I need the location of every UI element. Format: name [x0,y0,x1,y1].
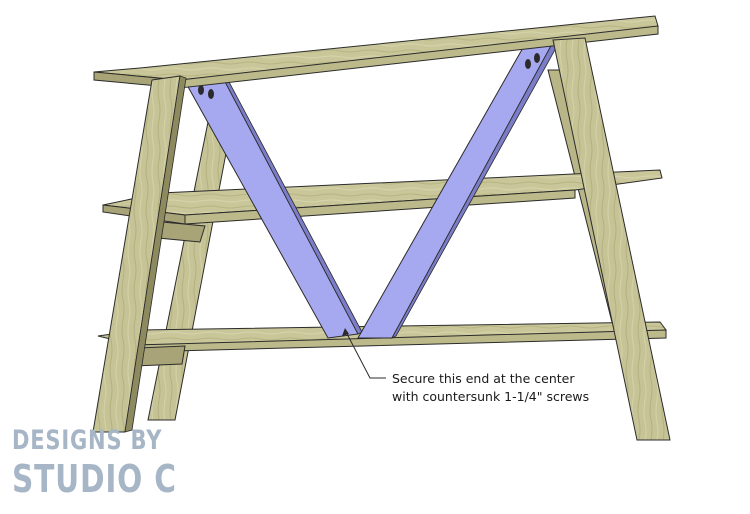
front-left-leg-side [124,75,187,433]
callout-arrowhead [342,328,349,336]
annotation-line-1: Secure this end at the center [392,371,575,386]
front-right-leg [552,37,671,441]
screw-hole [198,85,204,95]
annotation-callout: Secure this end at the center with count… [392,370,589,406]
middle-shelf-support [157,221,206,243]
screw-hole [208,89,214,99]
annotation-line-2: with countersunk 1-1/4" screws [392,389,590,404]
callout-leader [344,329,386,379]
screw-hole [525,59,531,69]
logo-line-1: DESIGNS BY [12,425,163,456]
screw-hole [534,53,540,63]
studio-logo: DESIGNS BY STUDIO C [12,424,177,500]
logo-line-2: STUDIO C [12,457,177,501]
